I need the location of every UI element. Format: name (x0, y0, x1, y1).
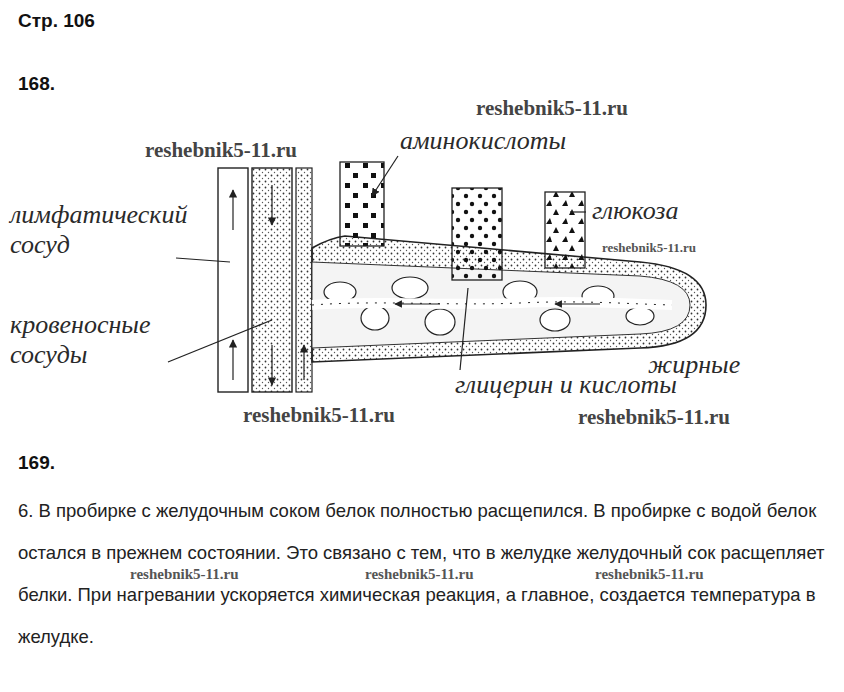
watermark: reshebnik5-11.ru (243, 403, 463, 428)
part-label: лимфатический сосуд (10, 200, 188, 260)
part-label: глицерин и кислоты (455, 370, 755, 400)
blood-vessel (296, 168, 312, 392)
capillary-loop (540, 309, 570, 331)
flow-arrows (233, 185, 304, 385)
flow-arrow (271, 185, 272, 225)
watermark: reshebnik5-11.ru (130, 566, 290, 583)
capillary-loop (626, 307, 654, 325)
inner-arrows (395, 303, 600, 304)
part-label: аминокислоты (400, 126, 630, 156)
flow-arrow (555, 303, 600, 304)
task-number: 168. (18, 73, 98, 95)
part-label: кровеносные сосуды (10, 310, 180, 370)
capillary-loop (392, 277, 428, 299)
lacteal-channel (312, 302, 672, 305)
part-label: глюкоза (592, 196, 742, 226)
glucose-tube (545, 192, 585, 268)
flow-arrow (303, 345, 304, 380)
flow-arrow (271, 345, 272, 385)
lacteal-content (312, 302, 672, 305)
leader-line (168, 320, 272, 362)
watermark: reshebnik5-11.ru (145, 138, 365, 163)
flow-arrow (395, 303, 440, 304)
task-number: 169. (18, 452, 98, 474)
flow-arrow (232, 340, 233, 380)
leader-lines (168, 156, 586, 370)
leader-line (372, 156, 398, 196)
watermark: reshebnik5-11.ru (578, 405, 798, 430)
fat-tube (452, 188, 502, 280)
flow-arrow (232, 190, 233, 230)
capillary-loop (361, 306, 389, 330)
watermark: reshebnik5-11.ru (476, 96, 696, 121)
watermark: reshebnik5-11.ru (595, 566, 755, 583)
capillary-loop (425, 309, 455, 335)
leader-line (460, 288, 468, 370)
page-number: Стр. 106 (18, 10, 218, 32)
amino-acid-tube (340, 162, 384, 246)
lymph-vessel (218, 168, 248, 392)
leader-line (176, 258, 230, 262)
watermark: reshebnik5-11.ru (602, 240, 742, 256)
blood-vessel (252, 168, 292, 392)
leader-line (570, 211, 586, 212)
watermark: reshebnik5-11.ru (365, 566, 525, 583)
